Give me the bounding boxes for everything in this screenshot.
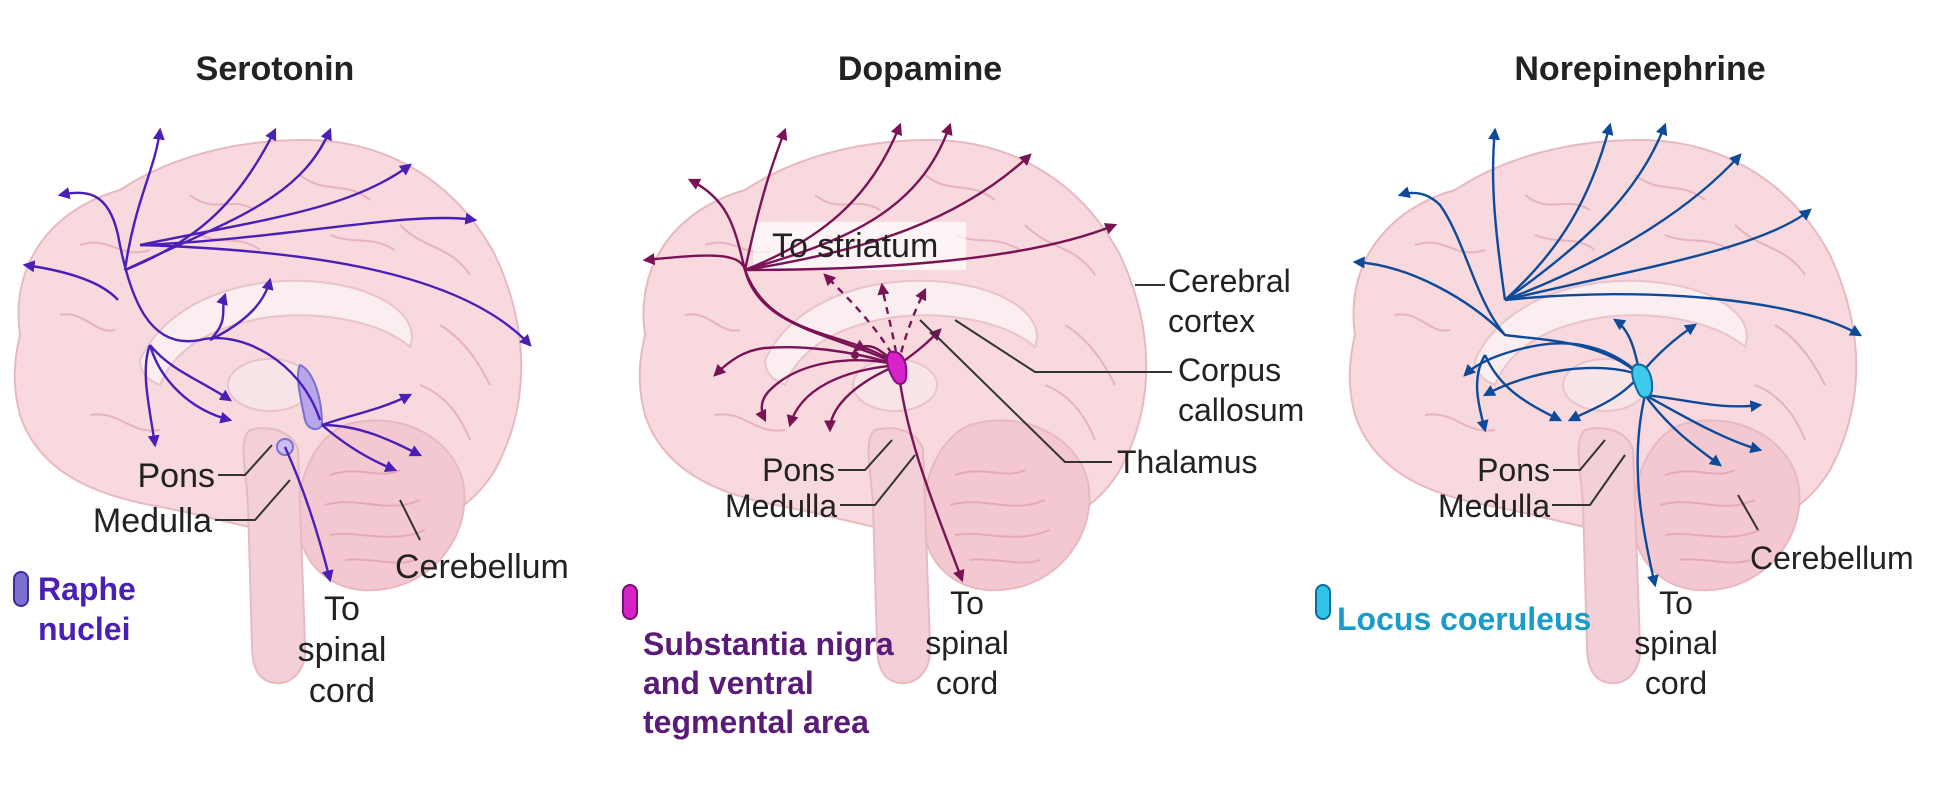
norepinephrine-title: Norepinephrine: [1514, 50, 1765, 88]
norepinephrine-pons-label: Pons: [1477, 452, 1550, 488]
serotonin-spinal-cord-label: To spinal cord: [298, 590, 387, 710]
substantia-nigra-swatch-icon: [622, 584, 638, 620]
svg-text:Corpus: Corpus: [1178, 352, 1281, 388]
norepinephrine-cerebellum-leader: [1737, 494, 1759, 531]
dopamine-ventral-tegmental-dot: [851, 351, 859, 359]
serotonin-cerebellum-label: Cerebellum: [395, 548, 569, 586]
norepinephrine-panel: Pons Medulla Cerebellum To spinal cord L…: [1315, 122, 1914, 701]
serotonin-panel: Pons Medulla Cerebellum To spinal cord R…: [13, 127, 569, 710]
dopamine-title: Dopamine: [838, 50, 1002, 88]
serotonin-pons-label: Pons: [138, 457, 216, 495]
raphe-nuclei-swatch-icon: [13, 571, 29, 607]
svg-text:spinal: spinal: [925, 625, 1009, 661]
svg-text:To: To: [1659, 585, 1693, 621]
serotonin-pons-leader: [218, 444, 273, 476]
dopamine-spinal-cord-label: To spinal cord: [925, 585, 1009, 701]
locus-coeruleus-swatch-icon: [1315, 584, 1331, 620]
svg-text:cord: cord: [1645, 665, 1707, 701]
serotonin-title: Serotonin: [196, 50, 355, 88]
dopamine-pons-label: Pons: [762, 452, 835, 488]
serotonin-medulla-leader: [215, 479, 291, 521]
norepinephrine-medulla-leader: [1552, 454, 1626, 506]
raphe-nuclei-key-line2: nuclei: [38, 611, 130, 647]
sn-key-line2: and ventral: [643, 665, 814, 701]
serotonin-medulla-label: Medulla: [93, 502, 212, 540]
sn-key-line1: Substantia nigra: [643, 626, 894, 662]
cerebral-cortex-label: Cerebral cortex: [1168, 263, 1291, 339]
substantia-nigra-region: [886, 350, 908, 385]
serotonin-projections: [22, 127, 532, 583]
to-striatum-label: To striatum: [772, 227, 938, 265]
dopamine-medulla-label: Medulla: [725, 488, 837, 524]
svg-text:To: To: [324, 590, 360, 628]
dopamine-medulla-leader: [840, 454, 916, 506]
sn-key-line3: tegmental area: [643, 704, 869, 740]
norepinephrine-medulla-label: Medulla: [1438, 488, 1550, 524]
dopamine-callosum-leader: [954, 319, 1172, 373]
dopamine-brain: [638, 139, 1148, 685]
svg-text:To: To: [950, 585, 984, 621]
svg-text:cortex: cortex: [1168, 303, 1255, 339]
serotonin-cerebellum-leader: [399, 499, 421, 541]
dopamine-thalamus-leader: [919, 319, 1112, 463]
dopamine-pons-leader: [838, 439, 893, 471]
thalamus-label: Thalamus: [1117, 444, 1258, 480]
norepinephrine-cerebellum-label: Cerebellum: [1750, 540, 1914, 576]
locus-coeruleus-key-text: Locus coeruleus: [1337, 601, 1591, 637]
svg-text:callosum: callosum: [1178, 392, 1304, 428]
norepinephrine-projections: [1352, 122, 1863, 588]
svg-text:spinal: spinal: [298, 631, 387, 669]
svg-text:cord: cord: [936, 665, 998, 701]
svg-text:spinal: spinal: [1634, 625, 1718, 661]
dopamine-projections: [642, 122, 1118, 583]
svg-text:Cerebral: Cerebral: [1168, 263, 1291, 299]
svg-text:cord: cord: [309, 672, 375, 710]
corpus-callosum-label: Corpus callosum: [1178, 352, 1304, 428]
raphe-nuclei-key-line1: Raphe: [38, 571, 136, 607]
norepinephrine-spinal-cord-label: To spinal cord: [1634, 585, 1718, 701]
locus-coeruleus-region: [1631, 363, 1654, 399]
dopamine-panel: To striatum Cerebral cortex Corpus callo…: [622, 122, 1304, 740]
norepinephrine-pons-leader: [1553, 439, 1606, 471]
